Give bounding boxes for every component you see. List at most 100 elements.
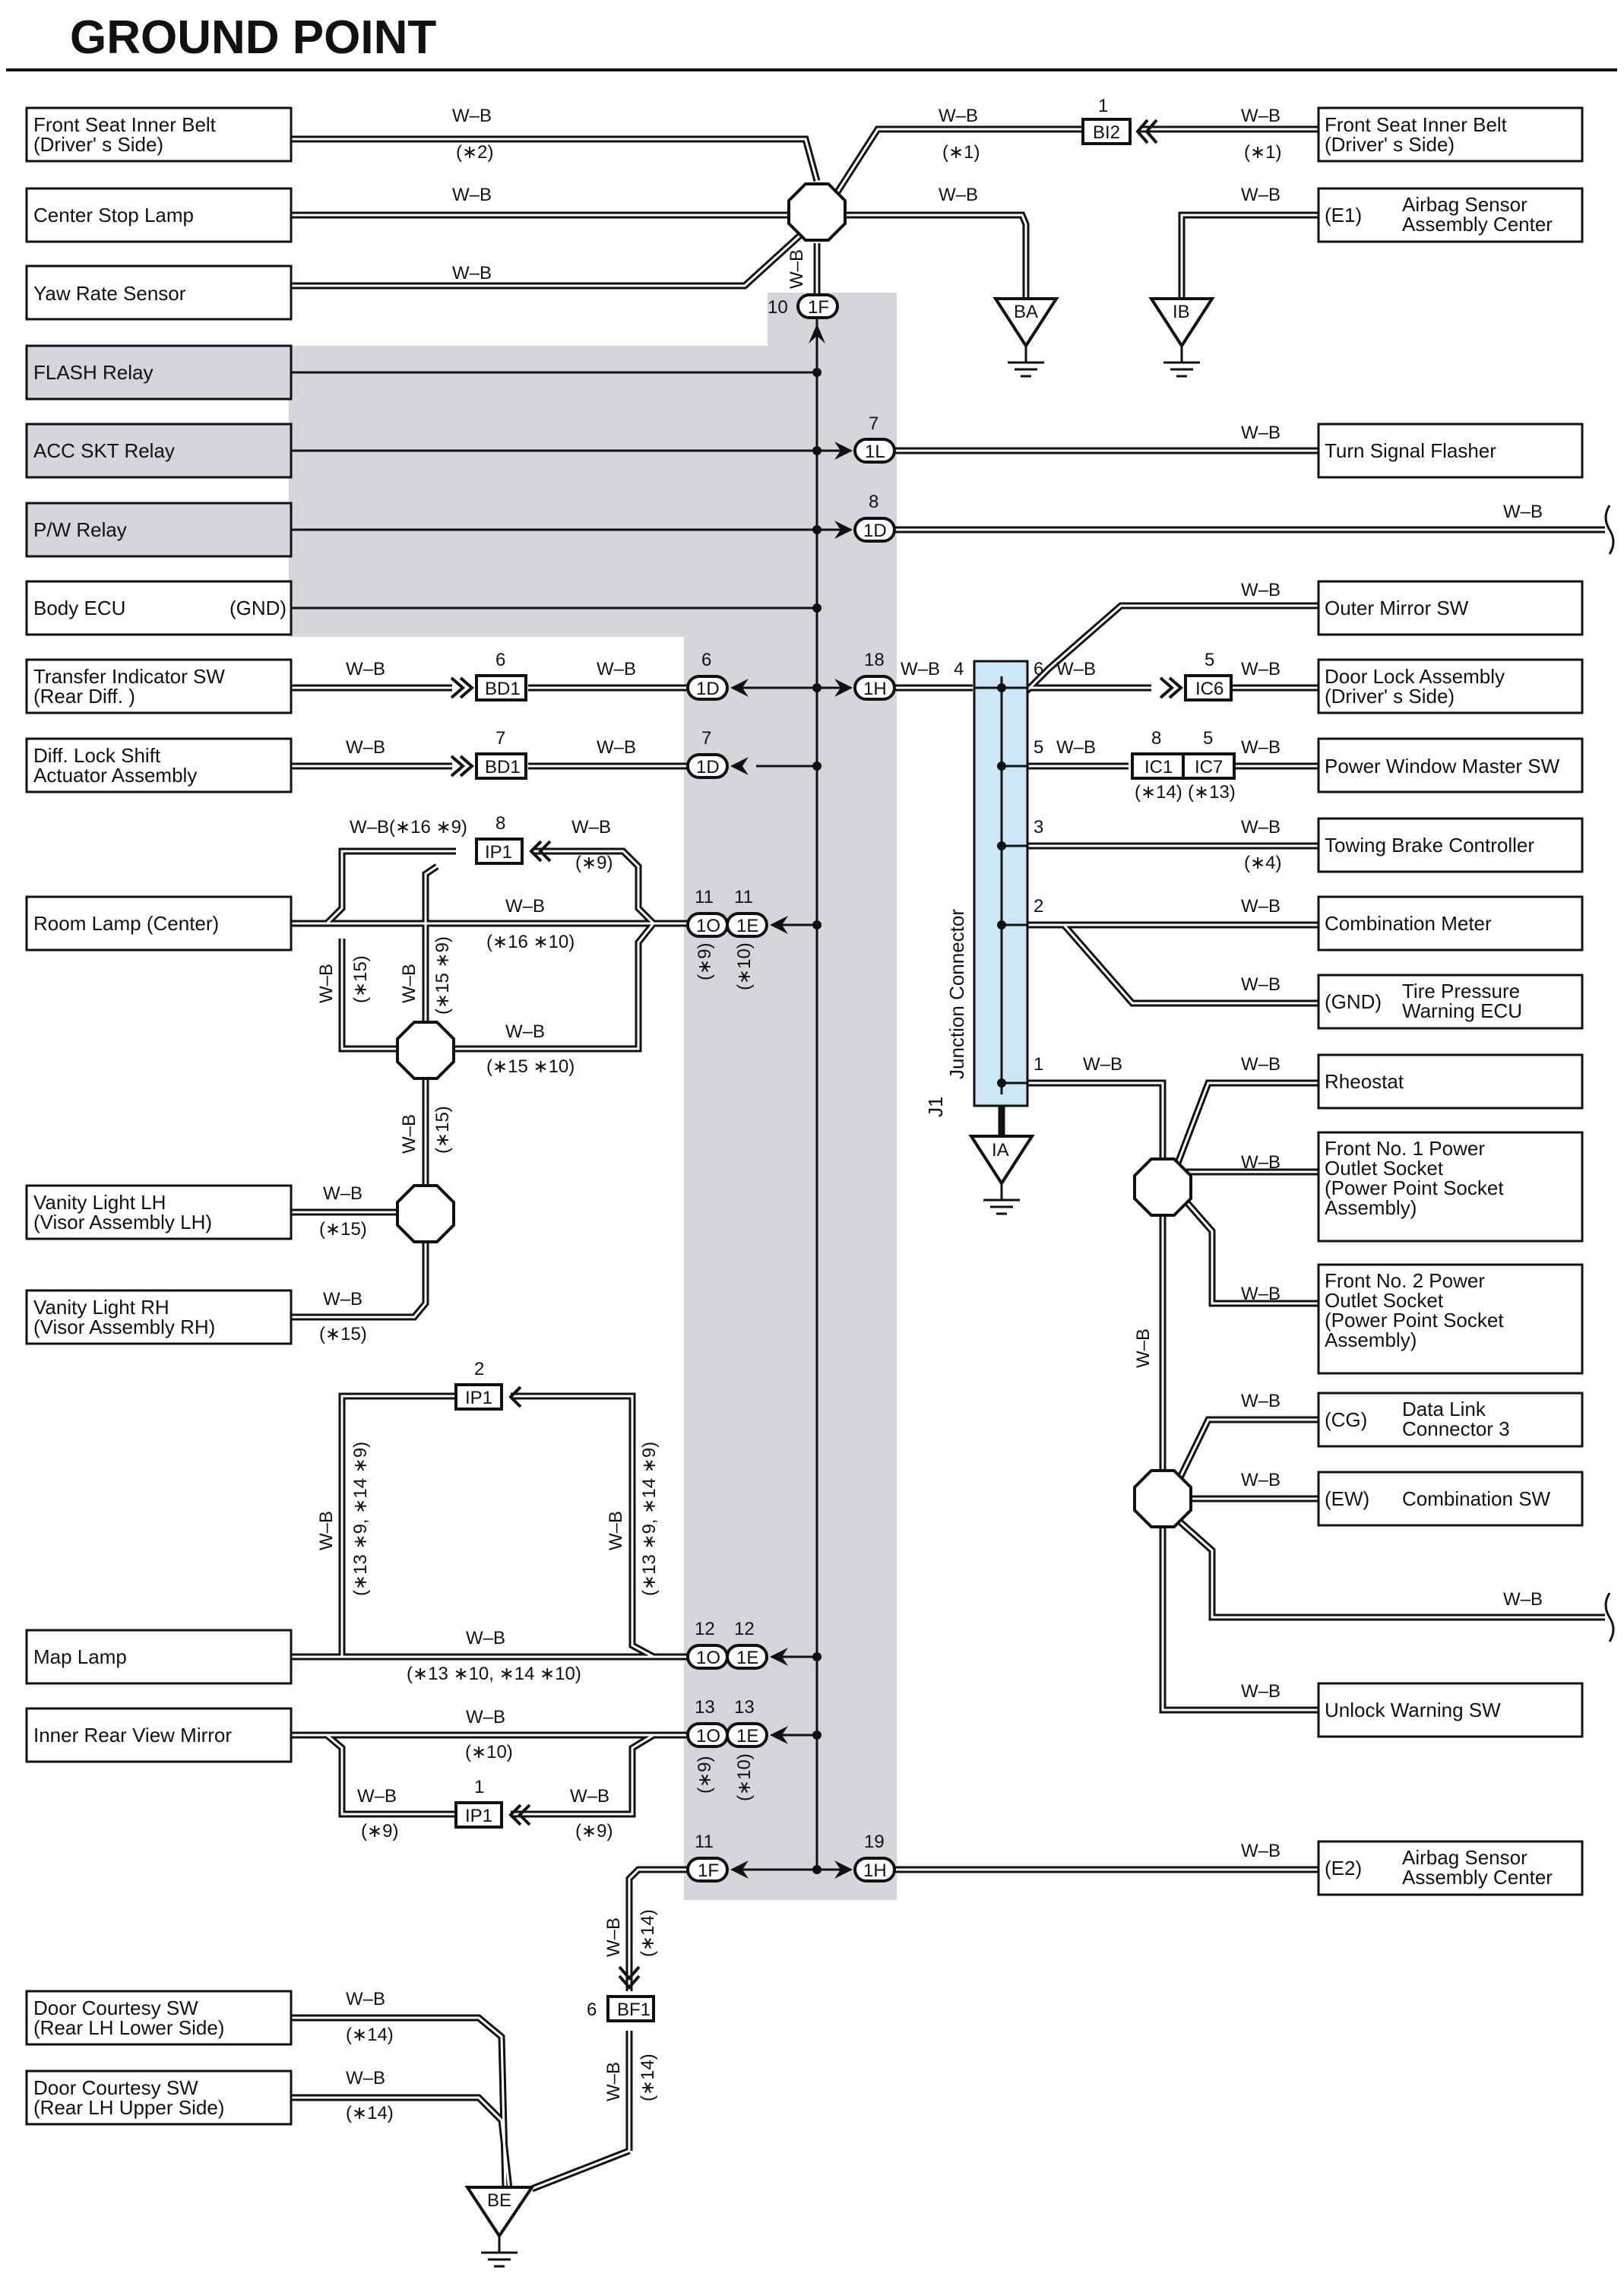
wb-label: W–B <box>1056 659 1096 679</box>
label-diff-lock-1: Diff. Lock Shift <box>33 744 161 767</box>
label-outlet2-2: Outlet Socket <box>1325 1289 1444 1312</box>
bus-taps <box>291 371 851 1871</box>
right-component-labels: Front Seat Inner Belt (Driver' s Side) (… <box>1325 113 1560 1889</box>
label-tire-pressure-2: Warning ECU <box>1402 999 1522 1022</box>
svg-text:Outlet Socket: Outlet Socket <box>1325 1157 1444 1180</box>
note-label: (∗15) <box>319 1219 367 1240</box>
box-inner-rear-mirror <box>25 1707 293 1763</box>
label-courtesy-lower-1: Door Courtesy SW <box>33 1997 198 2019</box>
pin-number: 3 <box>1034 817 1043 838</box>
conn-ip1-c-label: IP1 <box>465 1806 492 1826</box>
box-map-lamp <box>25 1629 293 1685</box>
label-center-stop-lamp: Center Stop Lamp <box>33 204 194 226</box>
conn-ip1-b-label: IP1 <box>465 1388 492 1408</box>
svg-text:(Power Point Socket: (Power Point Socket <box>1325 1176 1504 1199</box>
label-vanity-rh-2: (Visor Assembly RH) <box>33 1316 215 1338</box>
ground-ia-triangle <box>968 1135 1035 1186</box>
svg-text:Warning ECU: Warning ECU <box>1402 999 1522 1022</box>
wire-labels: W–B (∗2) W–B W–B W–B (∗1) W–B W–B (∗1) W… <box>316 106 1543 2123</box>
label-vanity-lh-1: Vanity Light LH <box>33 1191 166 1214</box>
conn-1d-b <box>686 753 729 779</box>
svg-text:(Rear LH Upper Side): (Rear LH Upper Side) <box>33 2096 224 2119</box>
wire-core <box>1161 1524 1319 1712</box>
junction-dot <box>997 920 1006 929</box>
ground-be-label: BE <box>487 2190 511 2211</box>
wb-label-vertical: W–B <box>399 964 419 1003</box>
wb-label: W–B <box>452 185 492 205</box>
svg-text:(Driver' s Side): (Driver' s Side) <box>1325 133 1455 156</box>
label-transfer-indicator-2: (Rear Diff. ) <box>33 685 135 708</box>
wire-yaw-rate-sensor <box>291 229 807 290</box>
wb-label: W–B <box>1241 1054 1281 1075</box>
bus-dot <box>812 1652 821 1661</box>
wire-core <box>291 1237 427 1319</box>
ground-ba-triangle <box>992 297 1059 349</box>
box-diff-lock <box>25 737 293 793</box>
junction-name: Junction Connector <box>945 909 968 1079</box>
conn-bd1-b <box>475 752 527 780</box>
note-label-vertical: (∗9) <box>695 1756 715 1794</box>
note-label: (∗15 ∗10) <box>486 1056 575 1077</box>
connector-chevrons <box>450 119 1184 1990</box>
conn-1e-b <box>726 1644 768 1670</box>
wb-label-vertical: W–B <box>399 1114 419 1154</box>
conn-1f-bottom-label: 1F <box>698 1860 719 1881</box>
conn-1d-top <box>853 517 896 543</box>
svg-text:Diff. Lock Shift: Diff. Lock Shift <box>33 744 161 767</box>
conn-1e-a-label: 1E <box>736 916 758 936</box>
conn-bf1-label: BF1 <box>617 2000 651 2020</box>
wb-label: W–B <box>1241 974 1281 995</box>
svg-text:(Driver' s Side): (Driver' s Side) <box>1325 685 1455 708</box>
wire-core <box>1176 1081 1319 1164</box>
pin-number: 12 <box>695 1619 715 1639</box>
conn-1d-b-label: 1D <box>696 757 720 777</box>
splice-top <box>787 182 847 242</box>
conn-1h-top-label: 1H <box>863 679 887 699</box>
box-vanity-rh <box>25 1289 293 1345</box>
conn-bi2-label: BI2 <box>1093 122 1120 143</box>
ground-ib: IB <box>1148 297 1215 378</box>
junction-dot <box>997 1078 1006 1088</box>
wire-break-mark <box>1604 505 1615 555</box>
wb-label: W–B <box>346 659 385 679</box>
conn-1h-top <box>853 675 896 701</box>
svg-text:Actuator Assembly: Actuator Assembly <box>33 764 197 787</box>
box-front-seat-belt-right <box>1317 106 1584 163</box>
chevron-ic6 <box>1159 676 1175 699</box>
note-label-vertical: (∗13 ∗9, ∗14 ∗9) <box>350 1442 371 1596</box>
conn-1h-bottom <box>853 1857 896 1883</box>
note-label: (∗14) <box>346 2025 394 2045</box>
bus-dot <box>812 762 821 771</box>
conn-1d-a-label: 1D <box>696 679 720 699</box>
ground-be: BE <box>464 2186 535 2268</box>
label-airbag-e1-2: Assembly Center <box>1402 213 1553 236</box>
box-combination-sw <box>1317 1471 1584 1527</box>
wb-label: W–B <box>452 263 492 283</box>
arrowhead-1d-top <box>834 521 853 539</box>
label-front-seat-belt-left-1: Front Seat Inner Belt <box>33 113 217 136</box>
label-data-link-pin: (CG) <box>1325 1408 1367 1431</box>
box-turn-signal-flasher <box>1317 423 1584 479</box>
svg-text:Front Seat Inner Belt: Front Seat Inner Belt <box>33 113 217 136</box>
chevron-bd1-b <box>450 755 466 777</box>
rect-connectors <box>454 118 1236 2022</box>
pin-number: 5 <box>1203 728 1213 749</box>
box-outer-mirror-sw <box>1317 580 1584 636</box>
box-tire-pressure-ecu <box>1317 974 1584 1030</box>
wb-label: W–B <box>1241 1152 1281 1173</box>
wb-label: W–B <box>1241 106 1281 126</box>
conn-1l-label: 1L <box>865 442 885 462</box>
label-outlet1-2: Outlet Socket <box>1325 1157 1444 1180</box>
chevron-ip1-c <box>518 1803 531 1826</box>
chevron-ip1-a <box>529 840 543 863</box>
svg-text:(Driver' s Side): (Driver' s Side) <box>33 133 163 156</box>
bus-dot <box>812 920 821 929</box>
conn-1o-a-label: 1O <box>696 916 720 936</box>
wb-label-vertical: W–B <box>316 964 337 1003</box>
label-airbag-e2-2: Assembly Center <box>1402 1866 1553 1889</box>
svg-text:Front Seat Inner Belt: Front Seat Inner Belt <box>1325 113 1508 136</box>
wire-front-seat-belt-left <box>291 135 821 182</box>
note-label-vertical: (∗10) <box>734 942 755 990</box>
label-airbag-e1-pin: (E1) <box>1325 204 1362 226</box>
splice-vanity <box>396 1184 455 1243</box>
